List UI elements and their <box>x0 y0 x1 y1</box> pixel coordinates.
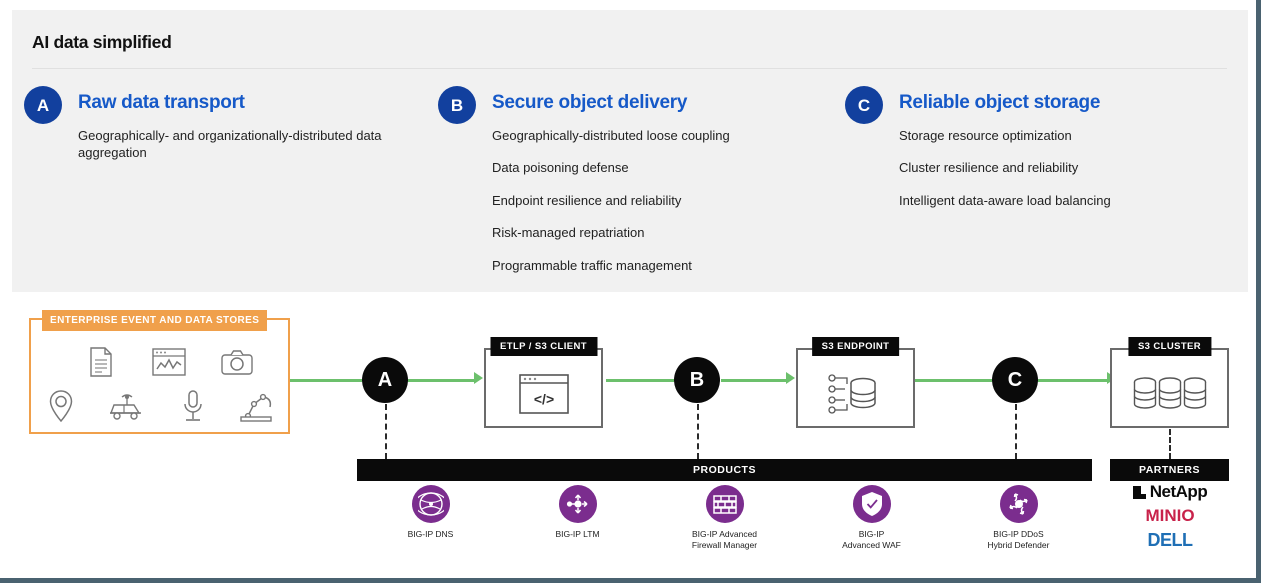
s3-endpoint-box: S3 ENDPOINT <box>796 337 915 428</box>
product-label-line2: Firewall Manager <box>691 539 758 550</box>
flow-segment-5 <box>915 379 992 382</box>
flow-arrow-2 <box>786 372 795 384</box>
document-icon <box>81 343 121 381</box>
column-c-list: Storage resource optimization Cluster re… <box>899 127 1235 210</box>
dash-connector-cluster <box>1169 429 1171 459</box>
shield-check-icon <box>852 485 891 523</box>
product-label-line1: BIG-IP DDoS <box>993 529 1044 539</box>
list-item: Cluster resilience and reliability <box>899 160 1079 176</box>
flow-segment-3 <box>606 379 674 382</box>
ddos-deflect-icon <box>999 485 1038 523</box>
summary-panel: AI data simplified <box>12 10 1248 292</box>
products-list: BIG-IP DNS BIG-IP LTM BIG-IP Advanced Fi… <box>357 485 1092 550</box>
flow-segment-4 <box>721 379 787 382</box>
globe-dns-icon <box>411 485 450 523</box>
product-label-line1: BIG-IP <box>858 529 885 539</box>
list-item: Endpoint resilience and reliability <box>492 192 682 208</box>
column-b: B Secure object delivery Geographically-… <box>438 86 838 290</box>
load-balance-icon <box>558 485 597 523</box>
dash-connector-a <box>385 404 387 459</box>
column-b-heading: Secure object delivery <box>492 92 688 113</box>
partner-label: MINIO <box>1145 506 1195 525</box>
code-window-icon: </> <box>486 350 601 426</box>
list-item: Geographically- and organizationally-dis… <box>78 127 382 161</box>
product-label-line2: Advanced WAF <box>842 539 901 550</box>
connected-car-icon <box>107 387 147 425</box>
etlp-s3-client-label: ETLP / S3 CLIENT <box>490 337 597 356</box>
list-item: Geographically-distributed loose couplin… <box>492 127 730 143</box>
product-label: BIG-IP Advanced WAF <box>798 529 945 550</box>
dash-connector-b <box>697 404 699 459</box>
list-item: Intelligent data-aware load balancing <box>899 192 1111 208</box>
dash-connector-c <box>1015 404 1017 459</box>
product-label: BIG-IP LTM <box>555 529 600 539</box>
enterprise-icon-grid <box>29 336 290 432</box>
netapp-logo-icon <box>1132 485 1146 499</box>
partner-minio[interactable]: MINIO <box>1110 506 1230 526</box>
product-label: BIG-IP Advanced Firewall Manager <box>651 529 798 550</box>
badge-b: B <box>438 86 476 124</box>
s3-endpoint-label: S3 ENDPOINT <box>811 337 900 356</box>
product-big-ip-ltm[interactable]: BIG-IP LTM <box>504 485 651 550</box>
title-divider <box>32 68 1227 69</box>
column-a: A Raw data transport Geographically- and… <box>24 86 424 162</box>
product-big-ip-dns[interactable]: BIG-IP DNS <box>357 485 504 550</box>
flow-segment-6 <box>1038 379 1108 382</box>
flow-segment-1 <box>290 379 362 382</box>
column-b-list: Geographically-distributed loose couplin… <box>492 127 838 275</box>
s3-cluster-box: S3 CLUSTER <box>1110 337 1229 428</box>
robot-arm-icon <box>239 387 279 425</box>
list-item: Storage resource optimization <box>899 127 1072 143</box>
product-big-ip-advanced-waf[interactable]: BIG-IP Advanced WAF <box>798 485 945 550</box>
flow-node-c: C <box>992 357 1038 403</box>
list-item: Programmable traffic management <box>492 258 692 274</box>
partner-label: DELL <box>1147 530 1194 550</box>
column-a-heading: Raw data transport <box>78 92 245 113</box>
list-item: Data poisoning defense <box>492 160 629 176</box>
badge-c: C <box>845 86 883 124</box>
product-label-line2: Hybrid Defender <box>987 539 1050 550</box>
database-stack-icon <box>1112 350 1227 426</box>
product-label-line1: BIG-IP Advanced <box>691 529 758 539</box>
microphone-icon <box>173 387 213 425</box>
product-big-ip-ddos-hybrid-defender[interactable]: BIG-IP DDoS Hybrid Defender <box>945 485 1092 550</box>
architecture-diagram: ENTERPRISE EVENT AND DATA STORES <box>0 300 1256 578</box>
page-title: AI data simplified <box>32 32 172 52</box>
camera-icon <box>217 343 257 381</box>
partner-netapp[interactable]: NetApp <box>1110 482 1230 502</box>
enterprise-data-stores-label: ENTERPRISE EVENT AND DATA STORES <box>42 310 268 331</box>
svg-text:</>: </> <box>533 391 553 407</box>
flow-node-a: A <box>362 357 408 403</box>
product-label: BIG-IP DNS <box>407 529 454 539</box>
column-c-heading: Reliable object storage <box>899 92 1101 113</box>
flow-arrow-1 <box>474 372 483 384</box>
chart-window-icon <box>149 343 189 381</box>
location-pin-icon <box>41 387 81 425</box>
partner-label: NetApp <box>1149 482 1208 501</box>
flow-segment-2 <box>408 379 475 382</box>
products-bar: PRODUCTS <box>357 459 1092 481</box>
partners-list: NetApp MINIO DELL <box>1110 482 1230 555</box>
column-c: C Reliable object storage Storage resour… <box>845 86 1235 224</box>
firewall-brick-icon <box>705 485 744 523</box>
flow-node-b: B <box>674 357 720 403</box>
list-item: Risk-managed repatriation <box>492 225 645 241</box>
column-a-list: Geographically- and organizationally-dis… <box>78 127 424 162</box>
badge-a: A <box>24 86 62 124</box>
partners-bar: PARTNERS <box>1110 459 1229 481</box>
database-network-icon <box>798 350 913 426</box>
product-big-ip-advanced-firewall-manager[interactable]: BIG-IP Advanced Firewall Manager <box>651 485 798 550</box>
etlp-s3-client-box: ETLP / S3 CLIENT </> <box>484 337 603 428</box>
s3-cluster-label: S3 CLUSTER <box>1127 337 1212 356</box>
partner-dell[interactable]: DELL <box>1110 530 1230 551</box>
product-label: BIG-IP DDoS Hybrid Defender <box>945 529 1092 550</box>
